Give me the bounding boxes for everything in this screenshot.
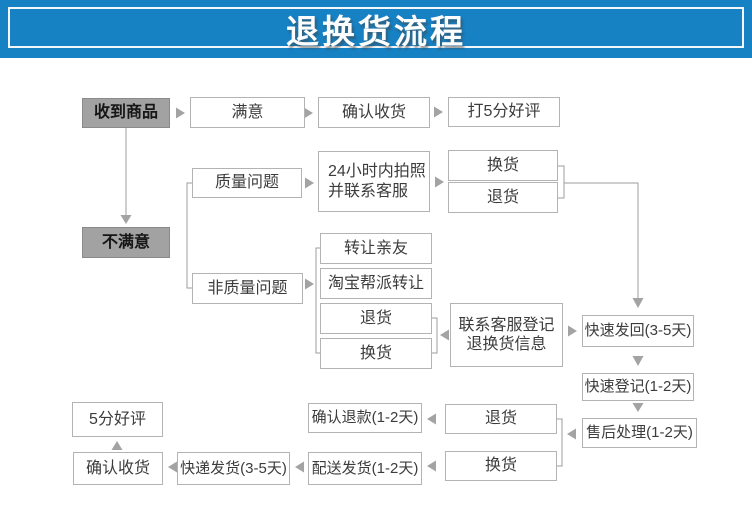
arrow-right-icon	[435, 176, 444, 188]
arrow-right-icon	[305, 278, 314, 290]
arrow-left-icon	[567, 428, 576, 440]
node-exchange-bottom: 换货	[445, 451, 557, 481]
arrow-down-icon	[632, 403, 644, 412]
node-fast-register: 快速登记(1-2天)	[582, 373, 694, 401]
title-banner: 退换货流程	[0, 0, 752, 58]
node-aftersale-processing: 售后处理(1-2天)	[582, 418, 697, 448]
arrow-down-icon	[120, 215, 132, 224]
node-return-nonquality: 退货	[320, 303, 432, 334]
node-unsatisfied: 不满意	[82, 227, 170, 258]
arrow-left-icon	[440, 329, 449, 341]
arrow-left-icon	[295, 461, 304, 473]
node-exchange-nonquality: 换货	[320, 338, 432, 369]
node-taobao-group-transfer: 淘宝帮派转让	[320, 268, 432, 299]
bracket-middle-return-exchange	[432, 317, 438, 354]
arrow-left-icon	[427, 413, 436, 425]
node-label-line1: 联系客服登记	[458, 316, 555, 334]
node-dispatch-delivery: 配送发货(1-2天)	[308, 452, 422, 485]
arrow-right-icon	[434, 106, 443, 118]
node-transfer-to-friends: 转让亲友	[320, 233, 432, 264]
node-quality-issue: 质量问题	[192, 168, 302, 198]
arrow-right-icon	[305, 177, 314, 189]
arrow-left-icon	[427, 460, 436, 472]
node-confirm-receipt-bottom: 确认收货	[73, 452, 163, 485]
node-photo-within-24h: 24小时内拍照 并联系客服	[318, 151, 430, 212]
page-title: 退换货流程	[286, 13, 466, 50]
arrow-right-icon	[176, 107, 185, 119]
node-exchange-quality: 换货	[448, 150, 558, 181]
node-non-quality-issue: 非质量问题	[192, 273, 303, 304]
arrow-up-icon	[111, 441, 123, 450]
banner-inner-frame	[8, 7, 744, 48]
node-five-star-review-bottom: 5分好评	[72, 402, 163, 437]
node-return-bottom: 退货	[445, 404, 557, 434]
node-label-line2: 并联系客服	[328, 182, 409, 200]
node-contact-service-register: 联系客服登记 退换货信息	[450, 303, 563, 367]
node-label-line2: 退换货信息	[466, 336, 547, 353]
bracket-quality-results	[558, 165, 565, 199]
arrow-down-icon	[632, 298, 644, 308]
node-express-delivery: 快递发货(3-5天)	[177, 452, 290, 485]
node-confirm-refund: 确认退款(1-2天)	[308, 403, 422, 433]
node-satisfied: 满意	[190, 97, 305, 128]
node-received-goods: 收到商品	[82, 98, 170, 128]
arrow-right-icon	[568, 325, 577, 337]
bracket-bottom-return-exchange	[557, 418, 563, 467]
node-label-line1: 24小时内拍照	[328, 163, 426, 181]
arrow-left-icon	[168, 461, 177, 473]
node-fast-send-back: 快速发回(3-5天)	[582, 315, 694, 347]
arrow-right-icon	[304, 107, 313, 119]
node-return-quality: 退货	[448, 182, 558, 213]
node-five-star-review-top: 打5分好评	[448, 97, 560, 127]
line-to-fast-send-back	[564, 182, 639, 298]
arrow-down-icon	[632, 356, 644, 366]
node-confirm-receipt-top: 确认收货	[318, 97, 430, 128]
